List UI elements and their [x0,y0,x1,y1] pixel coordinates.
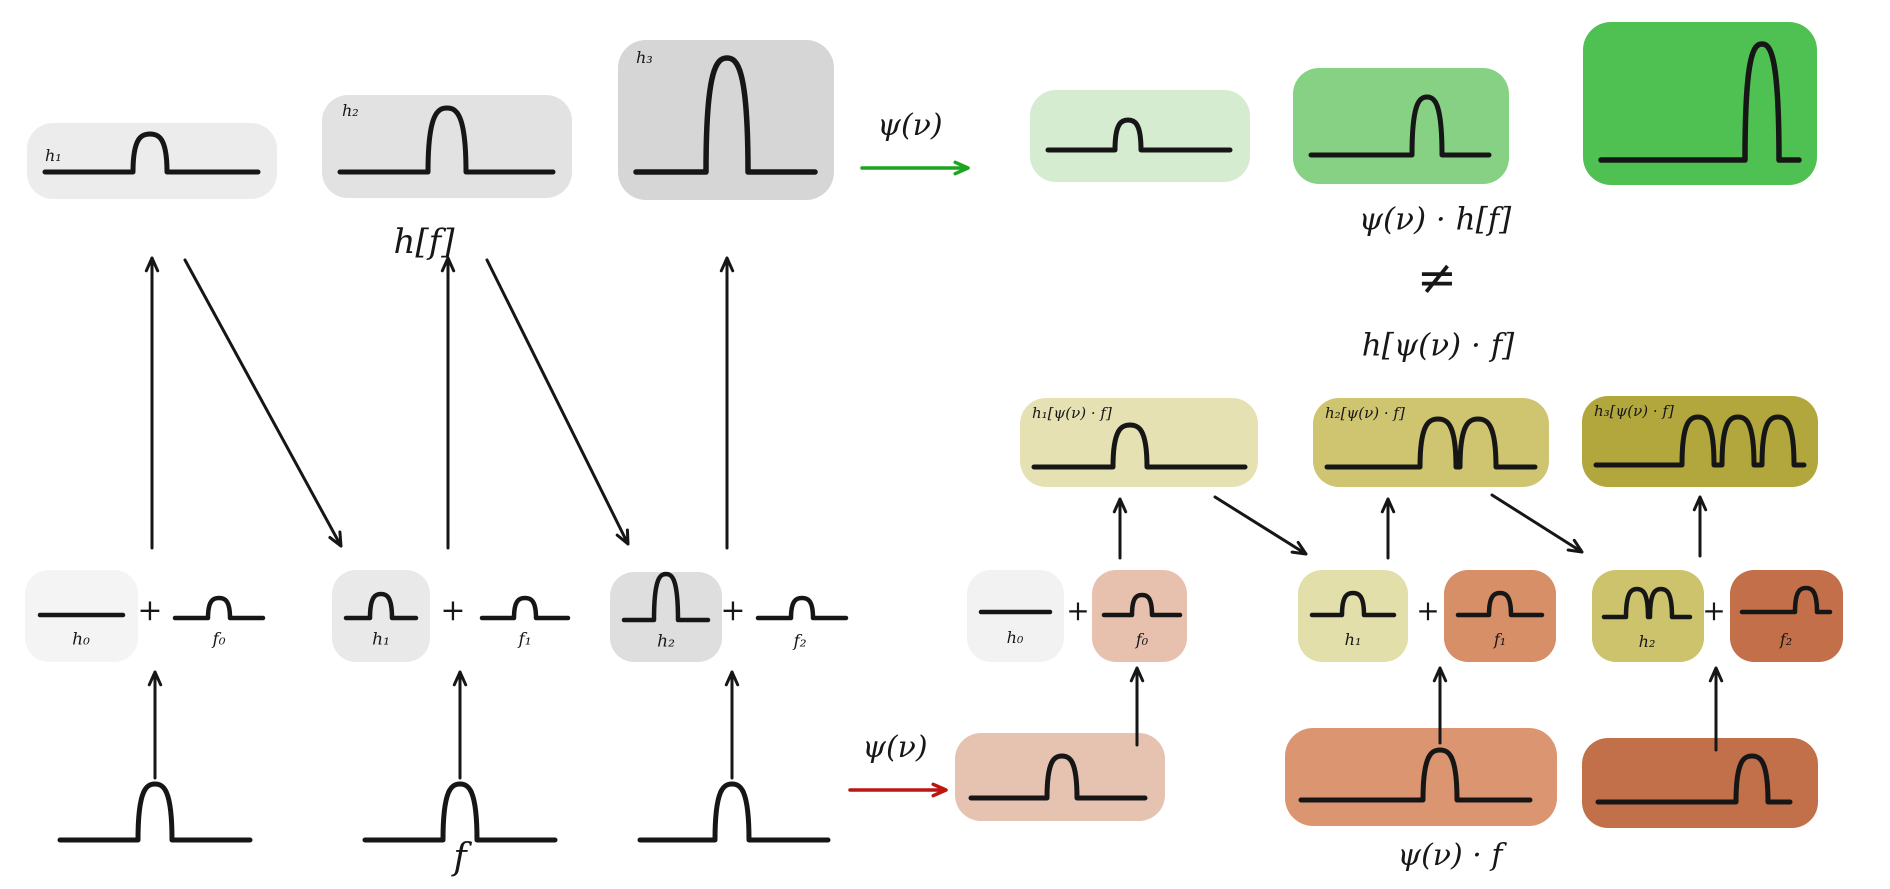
curve-yellow-1 [1031,422,1248,470]
box-yellow-1 [1020,398,1258,487]
curve-f-3 [637,781,831,843]
curve-f2-rmid [1739,585,1833,615]
curve-f0-rmid [1101,592,1183,618]
arrow-up-red-3 [1708,666,1724,752]
plus-right-1: + [1066,594,1090,627]
box-h2-mid [610,572,722,662]
label-product-f: ψ(ν) · f [1397,838,1503,873]
label-h0-rmid: h₀ [1006,628,1024,647]
label-psi-bottom: ψ(ν) [862,730,928,765]
plus-right-2: + [1416,594,1440,627]
arrow-up-red-1 [1129,666,1145,747]
box-red-1 [955,733,1165,821]
curve-red-1 [968,753,1148,801]
label-yellow-2: h₂[ψ(ν) · f] [1325,404,1405,422]
label-psi-top: ψ(ν) [877,108,943,143]
curve-green-2 [1308,94,1492,158]
label-h0-mid: h₀ [72,629,90,650]
box-yellow-3 [1582,396,1818,487]
arrow-up-left-3 [719,256,735,550]
curve-h2-top [337,105,556,175]
box-red-2 [1285,728,1557,826]
label-neq: ≠ [1416,250,1458,306]
arrow-psi-red [848,782,948,798]
label-h2-top: h₂ [342,101,359,120]
label-f0-rmid: f₀ [1135,630,1149,649]
arrow-psi-green [860,160,970,176]
arrow-up-left-1 [144,256,160,550]
box-h2-filtered [322,95,572,198]
label-yellow-3: h₃[ψ(ν) · f] [1594,402,1674,420]
curve-yellow-2 [1324,416,1538,470]
label-f0-mid: f₀ [212,629,226,650]
plus-right-3: + [1702,594,1726,627]
curve-f1-mid [479,595,571,621]
label-h1-rmid: h₁ [1344,630,1362,649]
label-h1-mid: h₁ [372,629,390,650]
arrow-up-left-2 [440,256,456,550]
plus-left-2: + [440,593,466,628]
label-yellow-1: h₁[ψ(ν) · f] [1032,404,1112,422]
arrow-diag-left-1 [183,258,343,548]
curve-yellow-3 [1593,414,1807,468]
curve-f-2 [362,781,558,843]
arrow-diag-yellow-2 [1490,493,1584,554]
curve-red-3 [1595,753,1793,805]
box-h0-rmid [967,570,1064,662]
curve-h1-top [42,131,261,175]
label-product-hf: ψ(ν) · h[f] [1358,201,1512,238]
curve-green-3 [1598,41,1802,163]
plus-left-1: + [137,593,163,628]
curve-red-2 [1298,747,1533,803]
curve-h2-rmid [1601,586,1693,620]
curve-h1-mid [343,591,419,621]
label-f2-rmid: f₂ [1779,630,1793,649]
curve-h2-mid [621,571,711,623]
box-yellow-2 [1313,398,1549,487]
label-f1-mid: f₁ [518,629,532,650]
curve-f0-mid [172,595,266,621]
curve-green-1 [1045,117,1233,153]
arrow-diag-yellow-1 [1213,495,1308,556]
plus-left-3: + [720,593,746,628]
curve-f-1 [57,781,253,843]
box-f2-rmid [1730,570,1843,662]
label-h1-top: h₁ [45,146,62,165]
arrow-up-red-2 [1432,666,1448,745]
label-f2-mid: f₂ [793,631,807,652]
label-h2-rmid: h₂ [1638,632,1656,651]
curve-f2-mid [755,595,849,621]
arrow-up-f-2 [452,670,468,780]
label-h-of-product: h[ψ(ν) · f] [1361,327,1515,364]
arrow-up-yellow-3 [1692,495,1708,558]
arrow-diag-left-2 [485,258,630,546]
curve-h3-top [633,55,818,175]
label-f: f [453,837,467,878]
arrow-up-yellow-2 [1380,497,1396,560]
arrow-up-f-1 [147,670,163,780]
arrow-up-yellow-1 [1112,497,1128,560]
curve-f1-rmid [1455,590,1545,618]
box-green-2 [1293,68,1509,184]
curve-h1-rmid [1309,590,1397,618]
label-h3-top: h₃ [636,48,653,67]
box-red-3 [1582,738,1818,828]
label-h2-mid: h₂ [657,631,675,652]
label-hf: h[f] [393,222,455,262]
label-f1-rmid: f₁ [1493,630,1507,649]
arrow-up-f-3 [724,670,740,780]
